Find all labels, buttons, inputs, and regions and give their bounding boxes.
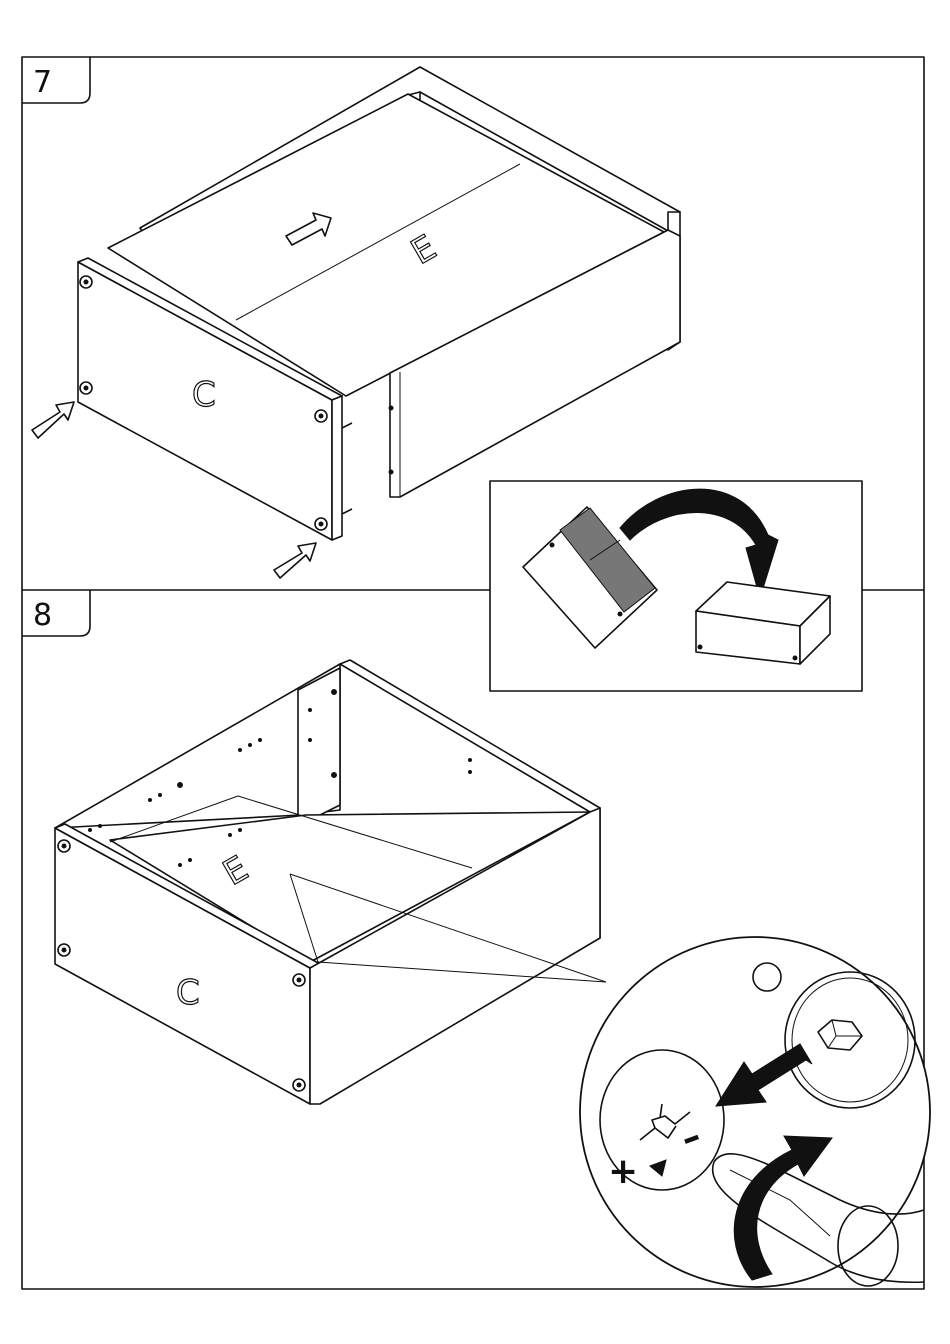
step-7-number: 7 bbox=[33, 65, 52, 100]
insert-arrow-left bbox=[32, 402, 74, 438]
step-8-badge: 8 bbox=[22, 590, 90, 636]
insert-arrow-bottom bbox=[274, 543, 316, 578]
front-panel-label: C bbox=[176, 973, 200, 1013]
step-7-drawing: E C bbox=[32, 67, 680, 578]
step-8-number: 8 bbox=[33, 598, 52, 633]
plus-sign: + bbox=[608, 1151, 638, 1192]
step-8-drawing: E C bbox=[55, 660, 606, 1104]
cam-lock-detail: + – bbox=[580, 937, 930, 1287]
orientation-inset bbox=[490, 481, 862, 691]
front-panel-label: C bbox=[192, 375, 216, 415]
step-7-badge: 7 bbox=[22, 57, 90, 103]
